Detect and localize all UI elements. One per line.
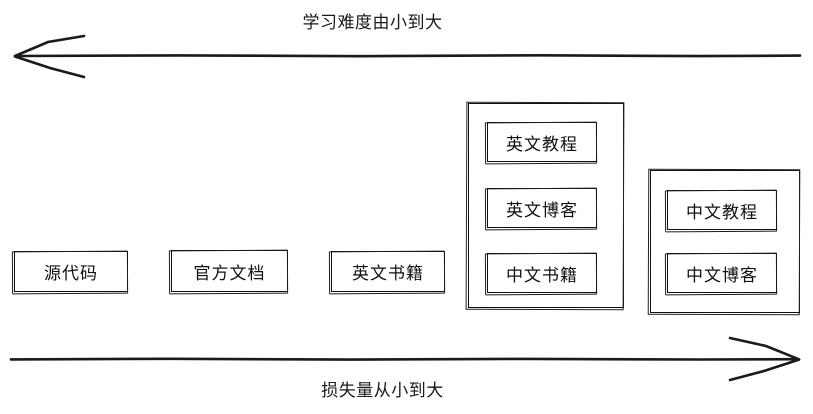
node-english-tutorial[interactable]: 英文教程 bbox=[487, 122, 597, 162]
node-chinese-blog[interactable]: 中文博客 bbox=[667, 253, 777, 293]
node-chinese-tutorial[interactable]: 中文教程 bbox=[667, 190, 777, 230]
top-axis-label: 学习难度由小到大 bbox=[302, 13, 443, 33]
node-official-docs[interactable]: 官方文档 bbox=[171, 250, 288, 292]
bottom-axis bbox=[9, 336, 801, 382]
node-chinese-books[interactable]: 中文书籍 bbox=[487, 253, 597, 293]
top-axis bbox=[13, 34, 802, 79]
node-english-blog[interactable]: 英文博客 bbox=[487, 188, 597, 228]
node-source-code[interactable]: 源代码 bbox=[14, 251, 128, 292]
node-english-books[interactable]: 英文书籍 bbox=[331, 251, 445, 292]
bottom-axis-label: 损失量从小到大 bbox=[321, 381, 444, 401]
